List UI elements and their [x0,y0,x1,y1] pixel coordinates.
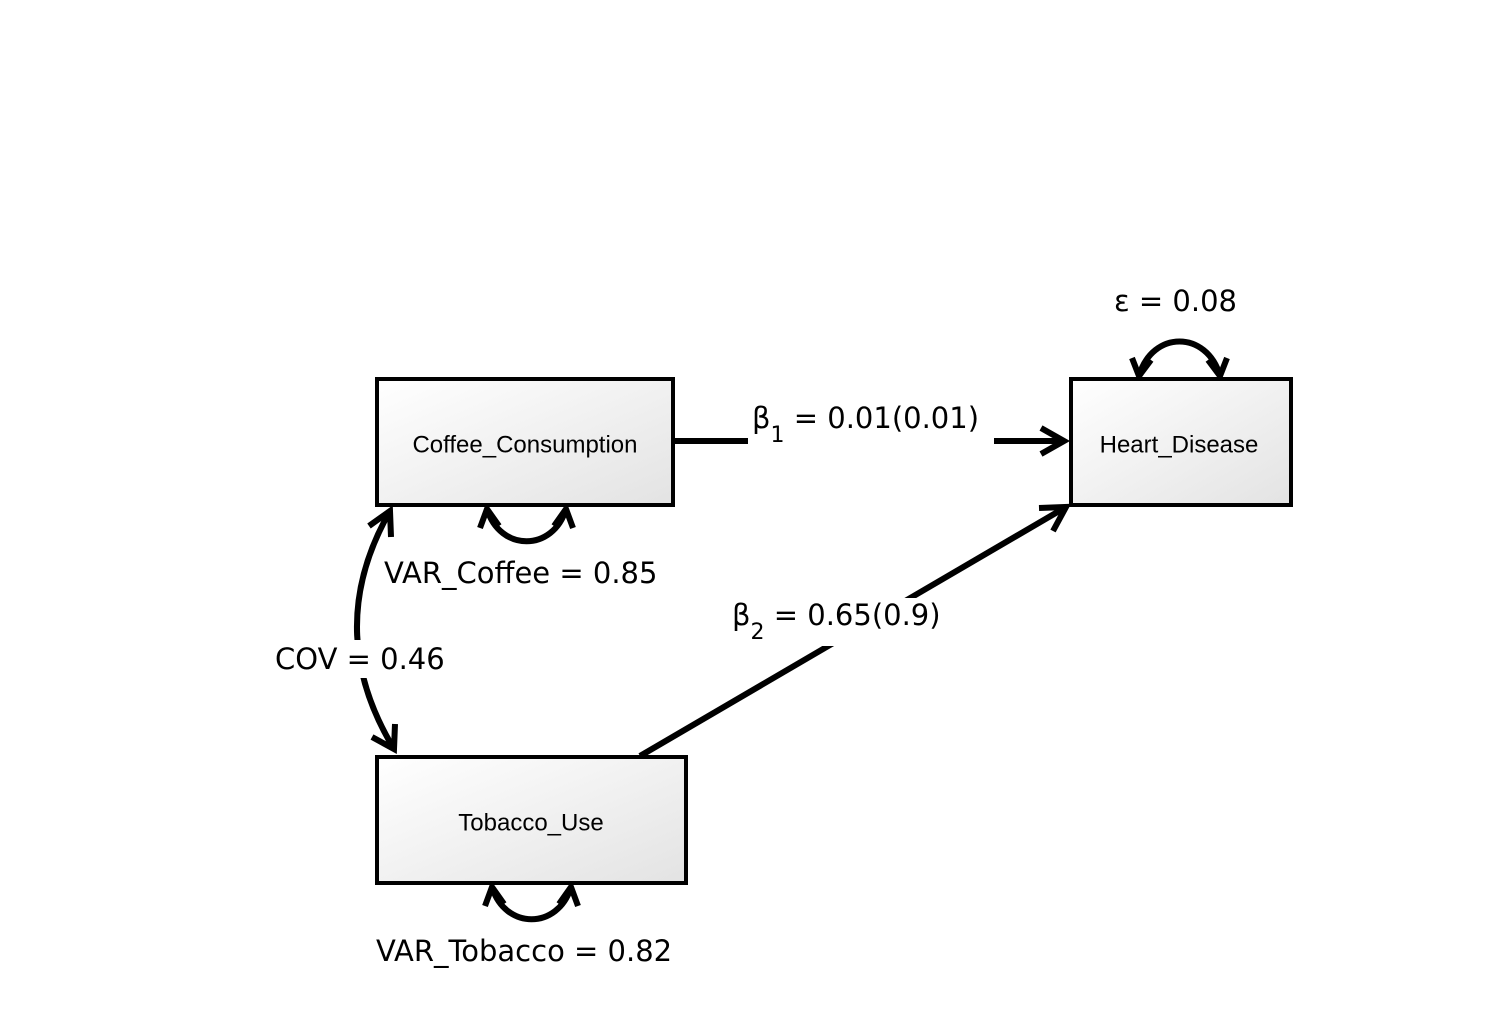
beta1-value: = 0.01(0.01) [785,401,980,435]
beta1-label-background [748,402,994,448]
beta1-arrowhead [1039,425,1071,457]
beta2-value: = 0.65(0.9) [765,598,941,632]
coffee-variance-loop [477,502,576,545]
coffee-variance-arrowhead-left [477,502,502,530]
node-coffee: Coffee_Consumption [375,377,675,507]
cov-label: COV = 0.46 [275,642,445,676]
beta1-symbol: β [752,401,771,435]
heart-label: Heart_Disease [1100,431,1259,458]
node-heart: Heart_Disease [1069,377,1293,507]
beta2-arrowhead [1038,503,1072,533]
covariance-arrowhead-top [367,505,394,538]
heart-variance-arrowhead-left [1129,356,1154,383]
beta2-subscript: 2 [751,620,765,645]
cov-label-background [272,640,456,678]
tobacco-box [375,755,688,885]
heart-box [1069,377,1293,507]
cov-label-group: COV = 0.46 [272,640,456,678]
beta2-label-group: β2 = 0.65(0.9) [728,598,954,646]
beta2-symbol: β [732,598,751,632]
tobacco-variance-arrowhead-left [482,880,507,908]
coffee-label: Coffee_Consumption [412,431,637,458]
covariance-curve [354,509,397,751]
heart-variance-curve [1136,338,1223,377]
beta1-subscript: 1 [771,423,785,448]
tobacco-variance-arrowhead-right [556,880,581,908]
tobacco-variance-label: VAR_Tobacco = 0.82 [376,934,672,968]
coffee-variance-arrowhead-right [551,502,576,530]
heart-variance-loop [1129,338,1230,383]
tobacco-variance-loop [482,880,581,923]
covariance-path [354,505,398,754]
tobacco-label: Tobacco_Use [458,809,603,836]
covariance-arrowhead-bottom [370,723,398,754]
beta2-label: β2 = 0.65(0.9) [732,598,941,645]
heart-variance-label: ε = 0.08 [1114,284,1237,318]
beta1-label-group: β1 = 0.01(0.01) [748,401,994,448]
heart-variance-arrowhead-right [1205,356,1230,383]
coffee-box [375,377,675,507]
node-tobacco: Tobacco_Use [375,755,688,885]
beta1-label: β1 = 0.01(0.01) [752,401,979,448]
coffee-variance-label: VAR_Coffee = 0.85 [384,556,657,590]
beta2-label-background [728,598,954,646]
